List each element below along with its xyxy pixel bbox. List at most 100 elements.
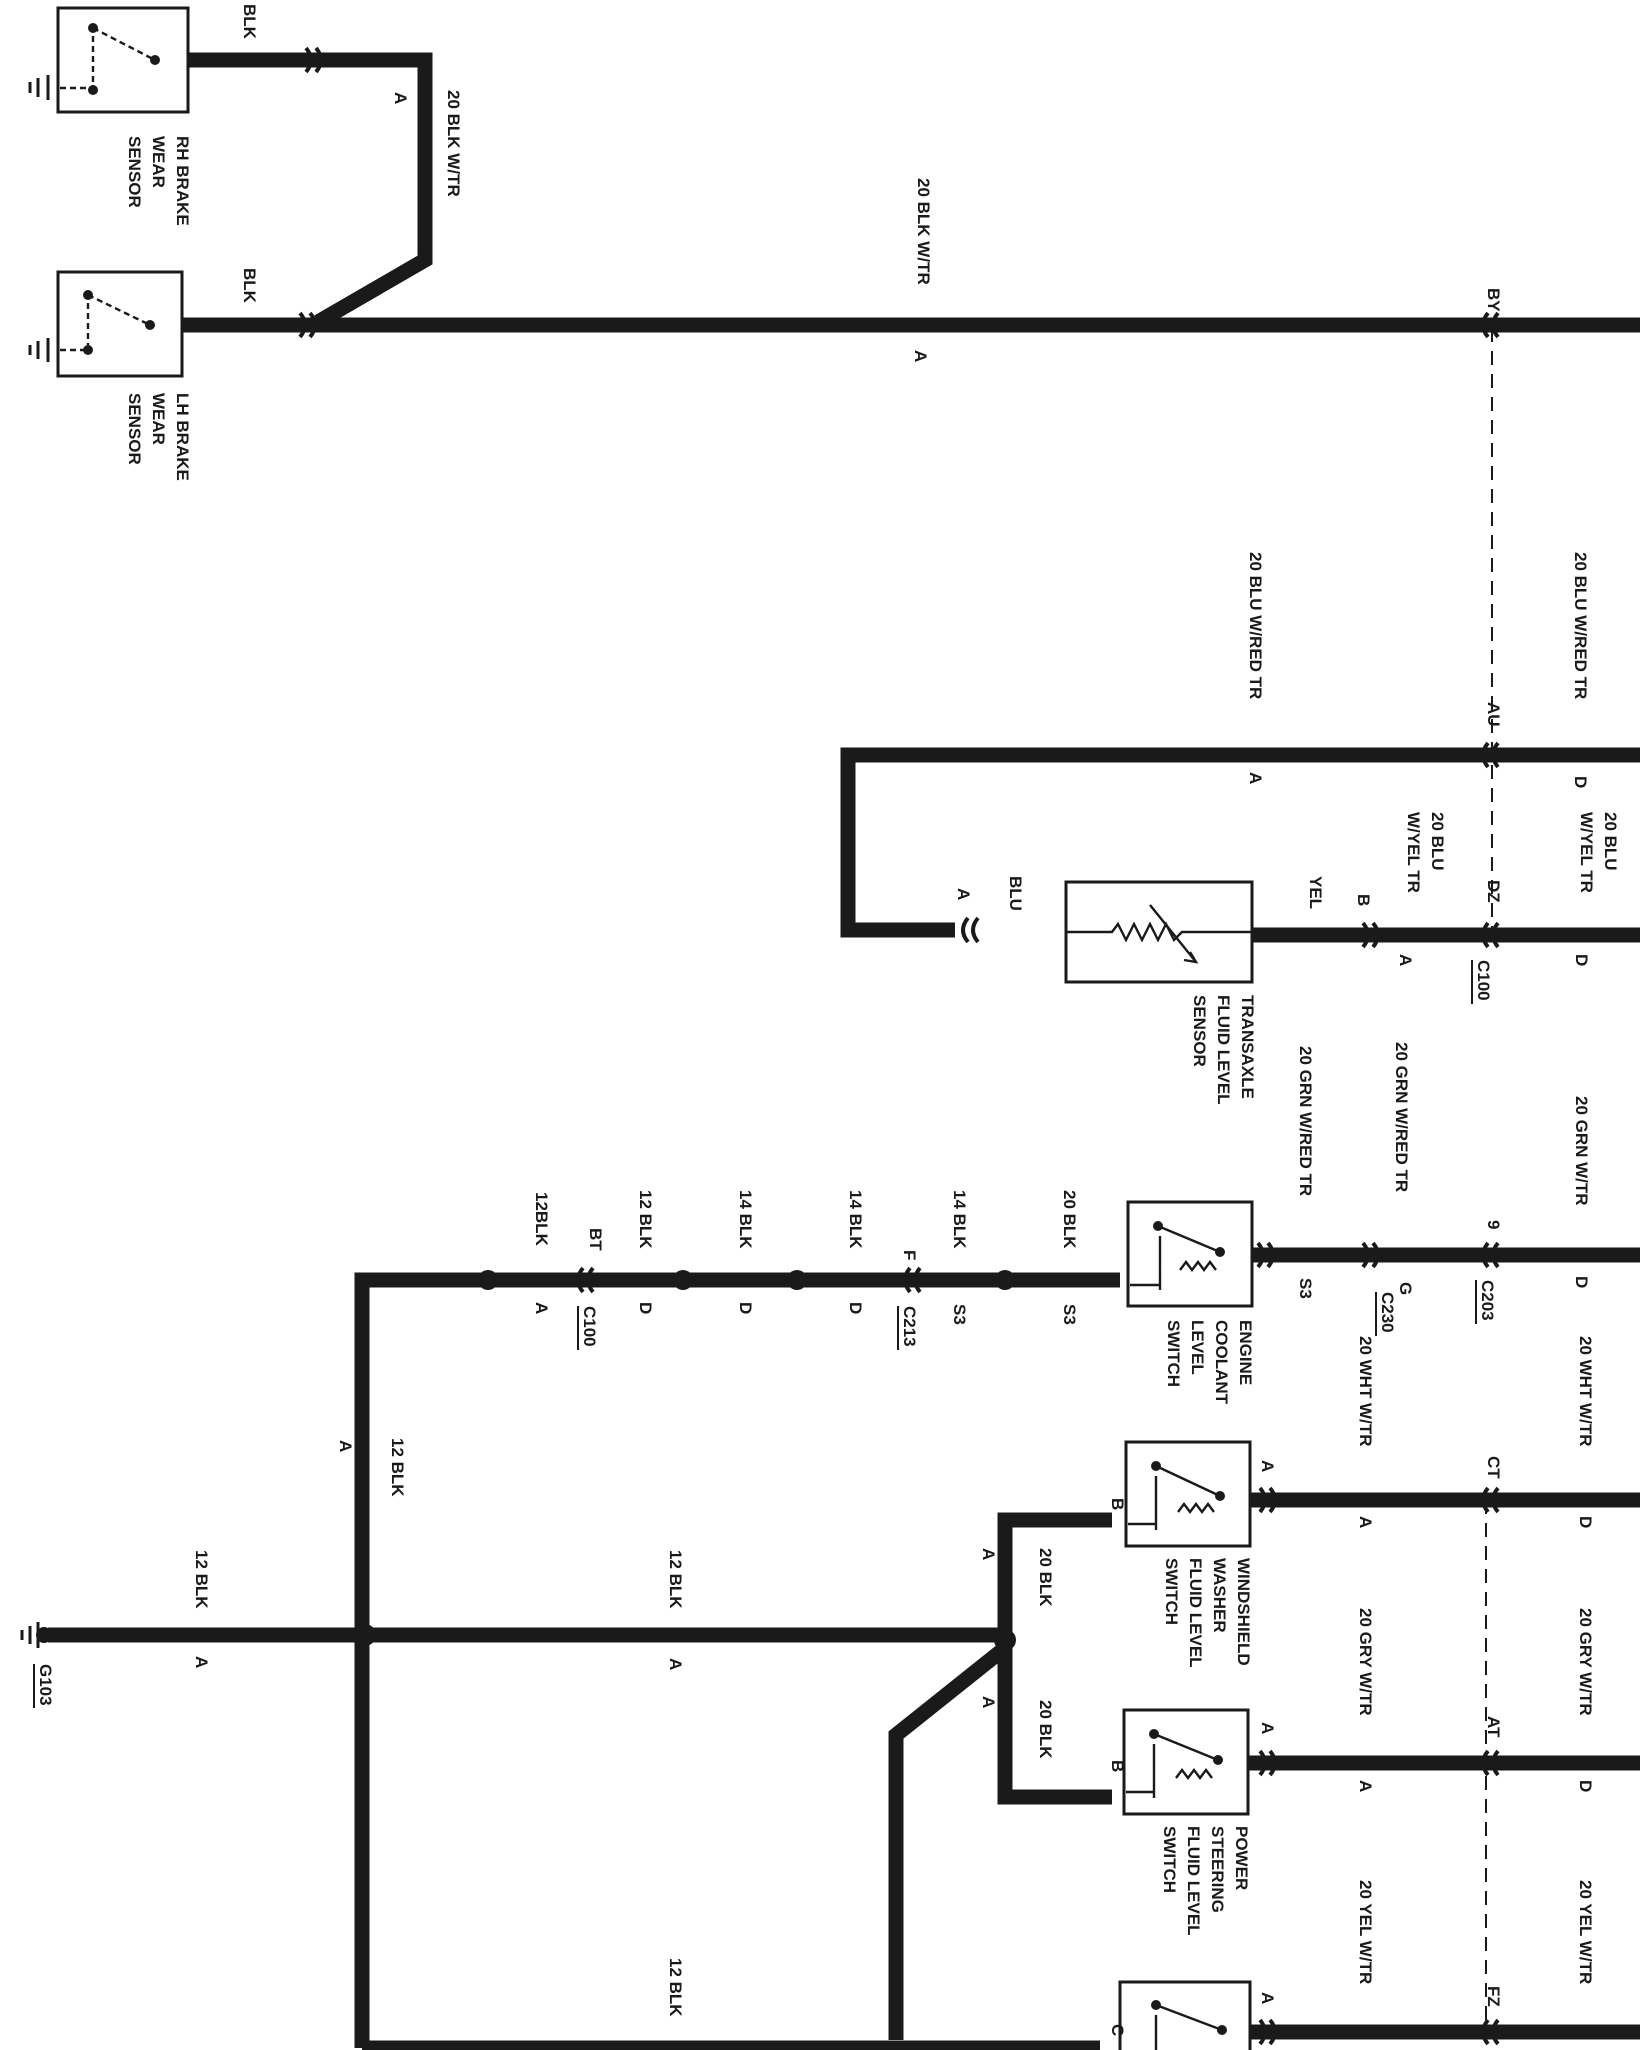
pin-b-steering: B bbox=[1108, 1760, 1127, 1772]
wire-transaxle-ground bbox=[840, 747, 1640, 938]
wire-steering-ground bbox=[997, 1635, 1112, 1805]
splice-dots bbox=[354, 1270, 1016, 1651]
pin-b-sensor-right: B bbox=[1354, 894, 1373, 906]
wire-label-blk-lh: BLK bbox=[240, 268, 259, 304]
wire-label-blk-rh: BLK bbox=[240, 4, 259, 40]
lh-brake-label-line3: SENSOR bbox=[125, 393, 144, 465]
wire-label-blu-wred-mid: 20 BLU W/RED TR bbox=[1246, 552, 1265, 699]
connector-c203: C203 bbox=[1478, 1280, 1497, 1321]
transaxle-label-line1: TRANSAXLE bbox=[1238, 995, 1257, 1099]
wire-label-grn-wtr: 20 GRN W/TR bbox=[1572, 1096, 1591, 1206]
pin-a-dz: A bbox=[1396, 954, 1415, 966]
wire-label-blk14-a: 14 BLK bbox=[950, 1190, 969, 1249]
wire-label-yel-wtr-1: 20 YEL W/TR bbox=[1356, 1880, 1375, 1984]
pin-by: BY bbox=[1484, 288, 1503, 312]
coolant-label-line3: LEVEL bbox=[1188, 1320, 1207, 1375]
pin-d-at: D bbox=[1576, 1780, 1595, 1792]
wire-label-blk12-tight: 12BLK bbox=[532, 1192, 551, 1247]
pin-g: G bbox=[1396, 1282, 1415, 1295]
washer-label-line2: WASHER bbox=[1210, 1558, 1229, 1633]
pin-nine: 9 bbox=[1484, 1220, 1503, 1229]
lh-brake-label-line1: LH BRAKE bbox=[173, 393, 192, 481]
wire-label-blu-short: BLU bbox=[1006, 876, 1025, 911]
connector-c100-upper: C100 bbox=[1474, 960, 1493, 1001]
pin-d-upper: D bbox=[1571, 776, 1590, 788]
coolant-label-line1: ENGINE bbox=[1236, 1320, 1255, 1385]
wire-label-blk12-bottom: 12 BLK bbox=[666, 1958, 685, 2017]
pin-d-c213: D bbox=[846, 1302, 865, 1314]
pin-a-sensor-left: A bbox=[954, 888, 973, 900]
pin-a-mid: A bbox=[666, 1658, 685, 1670]
pin-a-c100-lower: A bbox=[532, 1302, 551, 1314]
wire-labels: BLK BLK 20 BLK W/TR 20 BLK W/TR 20 BLU W… bbox=[192, 4, 1620, 2017]
wire-label-wyel-mid: W/YEL TR bbox=[1404, 812, 1423, 893]
pin-a-bottom-switch: A bbox=[1258, 1992, 1277, 2004]
washer-label-line4: SWITCH bbox=[1162, 1558, 1181, 1625]
wire-label-wht-wtr-2: 20 WHT W/TR bbox=[1576, 1336, 1595, 1447]
pin-a-rh: A bbox=[391, 92, 410, 104]
pin-d-ct: D bbox=[1576, 1516, 1595, 1528]
wire-label-blk-wtr-mid: 20 BLK W/TR bbox=[914, 178, 933, 285]
wire-coolant-ground bbox=[354, 1272, 1120, 2048]
pin-a-vert: A bbox=[336, 1440, 355, 1452]
ground-icon bbox=[20, 75, 50, 1648]
lh-brake-label-line2: WEAR bbox=[149, 393, 168, 445]
pin-f: F bbox=[900, 1250, 919, 1260]
ground-g103-label: G103 bbox=[36, 1664, 55, 1706]
wire-label-blk14-c: 14 BLK bbox=[736, 1190, 755, 1249]
wire-label-blk12-mid: 12 BLK bbox=[666, 1550, 685, 1609]
wire-label-blk20-washer: 20 BLK bbox=[1036, 1548, 1055, 1607]
pin-d-splice: D bbox=[736, 1302, 755, 1314]
windshield-washer-fluid-level-switch bbox=[1124, 1440, 1252, 1548]
connector-c100-lower: C100 bbox=[580, 1306, 599, 1347]
component-labels: RH BRAKE WEAR SENSOR LH BRAKE WEAR SENSO… bbox=[125, 136, 1257, 1936]
pin-c-bottom-switch: C bbox=[1108, 2024, 1127, 2036]
rh-brake-label-line2: WEAR bbox=[149, 136, 168, 188]
engine-coolant-level-switch bbox=[1126, 1200, 1254, 1308]
wire-label-gry-wtr-1: 20 GRY W/TR bbox=[1356, 1608, 1375, 1716]
steering-label-line1: POWER bbox=[1232, 1826, 1251, 1890]
pin-a-at: A bbox=[1356, 1780, 1375, 1792]
wire-label-grn-wred-2: 20 GRN W/RED TR bbox=[1392, 1042, 1411, 1192]
pin-bt: BT bbox=[586, 1228, 605, 1251]
connector-c213: C213 bbox=[900, 1306, 919, 1347]
pin-s3-blk20: S3 bbox=[1060, 1304, 1079, 1325]
wire-label-blk14-b: 14 BLK bbox=[846, 1190, 865, 1249]
lh-brake-wear-sensor bbox=[56, 270, 184, 378]
wire-label-blk12-a: 12 BLK bbox=[636, 1190, 655, 1249]
washer-label-line1: WINDSHIELD bbox=[1234, 1558, 1253, 1666]
connector-ids: C100 C230 C203 C213 C100 G103 bbox=[33, 960, 1497, 1708]
transaxle-label-line2: FLUID LEVEL bbox=[1214, 995, 1233, 1105]
transaxle-fluid-level-sensor bbox=[1064, 880, 1254, 984]
rh-brake-label-line1: RH BRAKE bbox=[173, 136, 192, 226]
pin-a-washer: A bbox=[1258, 1460, 1277, 1472]
wire-label-blk12-ground: 12 BLK bbox=[192, 1550, 211, 1609]
wire-label-yel-wtr-2: 20 YEL W/TR bbox=[1576, 1880, 1595, 1984]
pin-a-steering-ground: A bbox=[979, 1696, 998, 1708]
connector-c230: C230 bbox=[1378, 1292, 1397, 1333]
pin-a-ct: A bbox=[1356, 1516, 1375, 1528]
pin-au: AU bbox=[1484, 702, 1503, 727]
wire-label-blu-mid: 20 BLU bbox=[1428, 812, 1447, 871]
wire-label-blk20-coolant: 20 BLK bbox=[1060, 1190, 1079, 1249]
pin-b-washer: B bbox=[1108, 1498, 1127, 1510]
coolant-label-line2: COOLANT bbox=[1212, 1320, 1231, 1405]
ground-point-g103 bbox=[36, 1627, 52, 1643]
wire-label-yel-short: YEL bbox=[1306, 876, 1325, 909]
steering-label-line3: FLUID LEVEL bbox=[1184, 1826, 1203, 1936]
wire-label-blk12-vert: 12 BLK bbox=[388, 1438, 407, 1497]
pin-labels: A A BY AU A D A B DZ A D 9 G S3 D S3 S3 … bbox=[192, 92, 1595, 2036]
bottom-switch-partial bbox=[1118, 1980, 1252, 2050]
pin-fz: FZ bbox=[1484, 1986, 1503, 2007]
wire-label-blu-wred-right: 20 BLU W/RED TR bbox=[1571, 552, 1590, 699]
wire-label-blu-right: 20 BLU bbox=[1601, 812, 1620, 871]
pin-a-g103: A bbox=[192, 1656, 211, 1668]
washer-label-line3: FLUID LEVEL bbox=[1186, 1558, 1205, 1668]
pin-dz: DZ bbox=[1484, 880, 1503, 903]
rh-brake-wear-sensor bbox=[56, 6, 190, 114]
pin-s3-blk14: S3 bbox=[950, 1304, 969, 1325]
power-steering-fluid-level-switch bbox=[1122, 1708, 1250, 1816]
wire-label-blk-wtr-left: 20 BLK W/TR bbox=[444, 90, 463, 197]
pin-a-steering: A bbox=[1258, 1722, 1277, 1734]
wire-paths bbox=[48, 52, 1640, 2050]
